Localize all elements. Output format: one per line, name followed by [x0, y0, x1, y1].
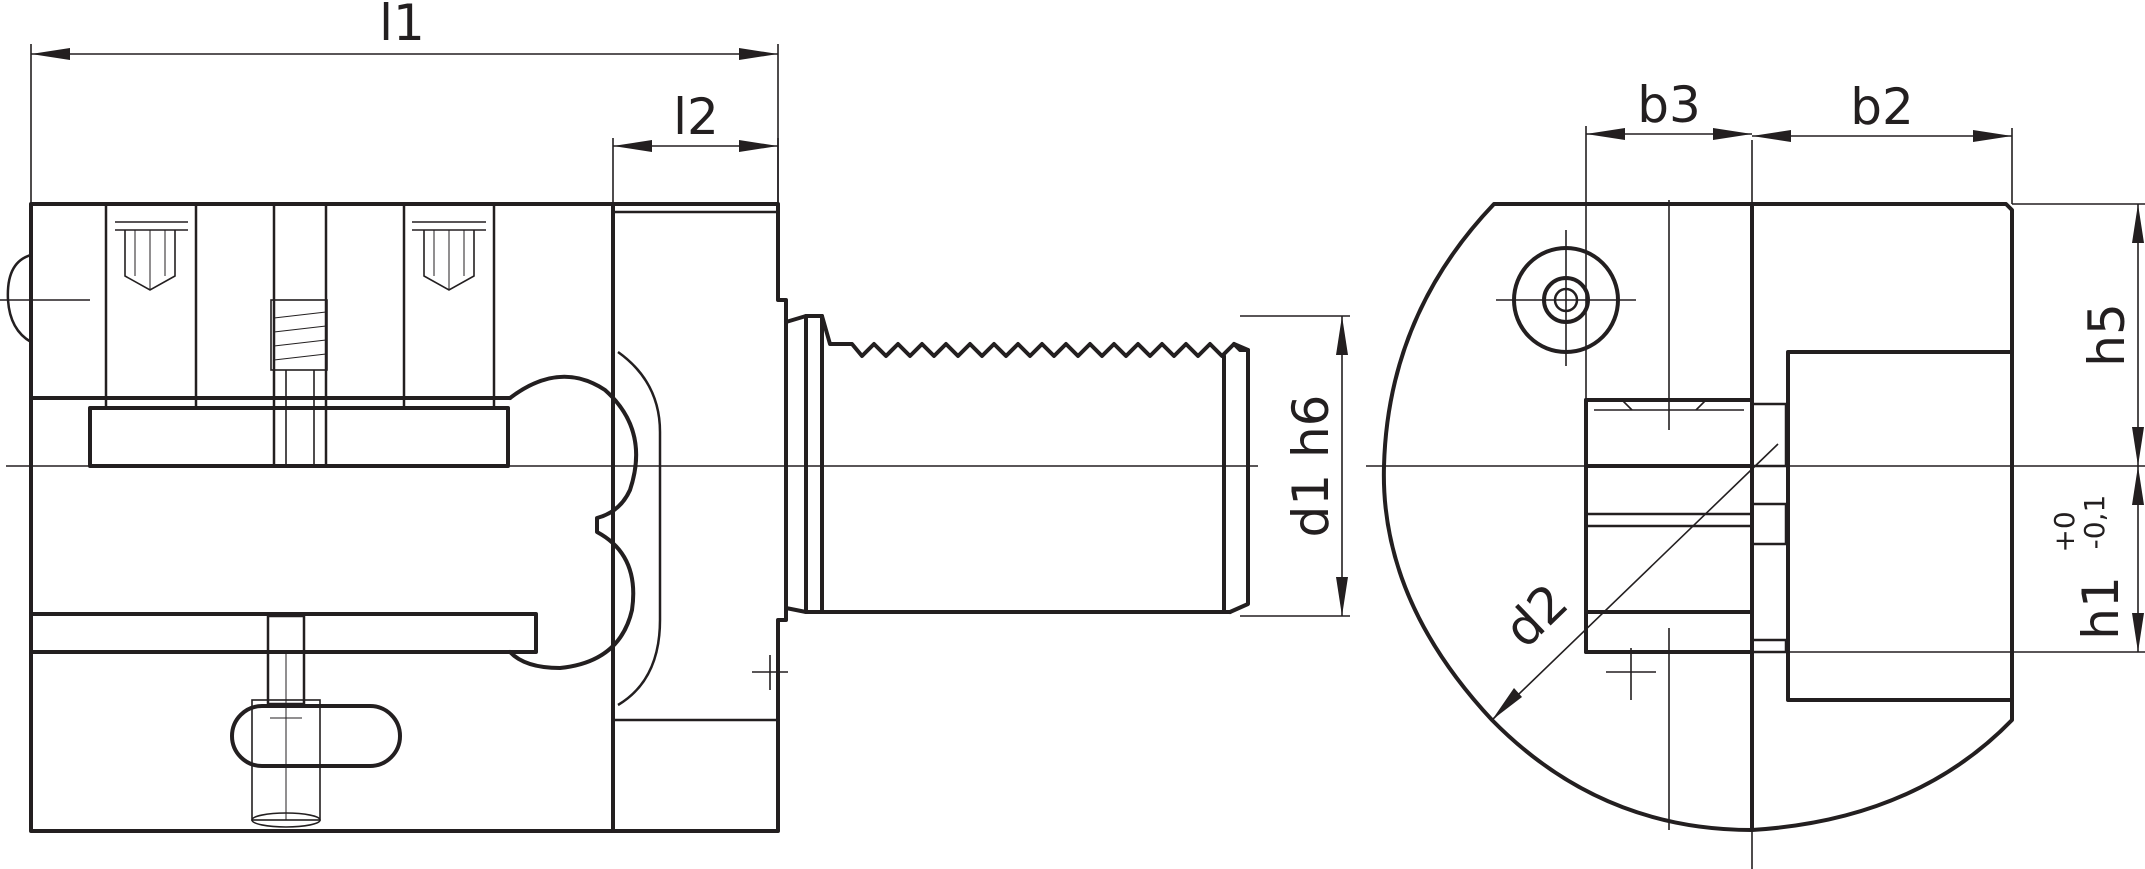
label-b3: b3 — [1637, 76, 1701, 134]
lower-bolt — [230, 614, 402, 828]
body-outline — [29, 202, 615, 833]
label-h1-lower-tolerance: -0,1 — [2078, 495, 2111, 550]
dimension-l1: l1 — [30, 0, 779, 204]
threaded-pin — [270, 202, 328, 468]
nub-3 — [1750, 638, 1788, 654]
front-view: d2 b3 b2 h5 — [1366, 76, 2145, 869]
head-block — [611, 202, 788, 833]
dimension-b3: b3 — [1585, 76, 1752, 400]
label-h1: h1 — [2072, 576, 2130, 640]
dimension-d2: d2 — [1491, 443, 1779, 721]
front-right-block — [1786, 350, 2014, 702]
label-l2: l2 — [673, 88, 719, 146]
lower-clamp-plate — [29, 612, 538, 654]
threaded-shank — [784, 314, 1250, 614]
label-l1: l1 — [379, 0, 425, 52]
label-h1-upper-tolerance: +0 — [2048, 511, 2081, 552]
screw-2 — [402, 202, 496, 410]
screw-1 — [104, 202, 198, 410]
dimension-d1-h6: d1 h6 — [1240, 315, 1350, 617]
upper-clamp-plate — [88, 406, 510, 468]
nub-2 — [1750, 502, 1788, 546]
side-view: l1 l2 d1 h6 — [0, 0, 1350, 833]
dimension-h1: h1 +0 -0,1 — [1788, 466, 2145, 653]
slot-upper-chamfer-l — [1621, 399, 1633, 411]
bolt-hole — [1496, 230, 1636, 366]
nub-1 — [1750, 402, 1788, 468]
label-h5: h5 — [2078, 303, 2136, 367]
label-d1-h6: d1 h6 — [1282, 395, 1340, 538]
front-profile — [1381, 202, 2014, 832]
dimension-h5: h5 — [2012, 203, 2145, 466]
left-tab — [6, 253, 32, 344]
slot-upper-chamfer-r — [1695, 399, 1707, 411]
label-d2: d2 — [1493, 573, 1579, 659]
label-b2: b2 — [1850, 78, 1914, 136]
head-arc — [617, 350, 662, 707]
dimension-b2: b2 — [1752, 78, 2013, 204]
clamp-lobes — [508, 374, 639, 670]
dimension-l2: l2 — [612, 88, 779, 204]
